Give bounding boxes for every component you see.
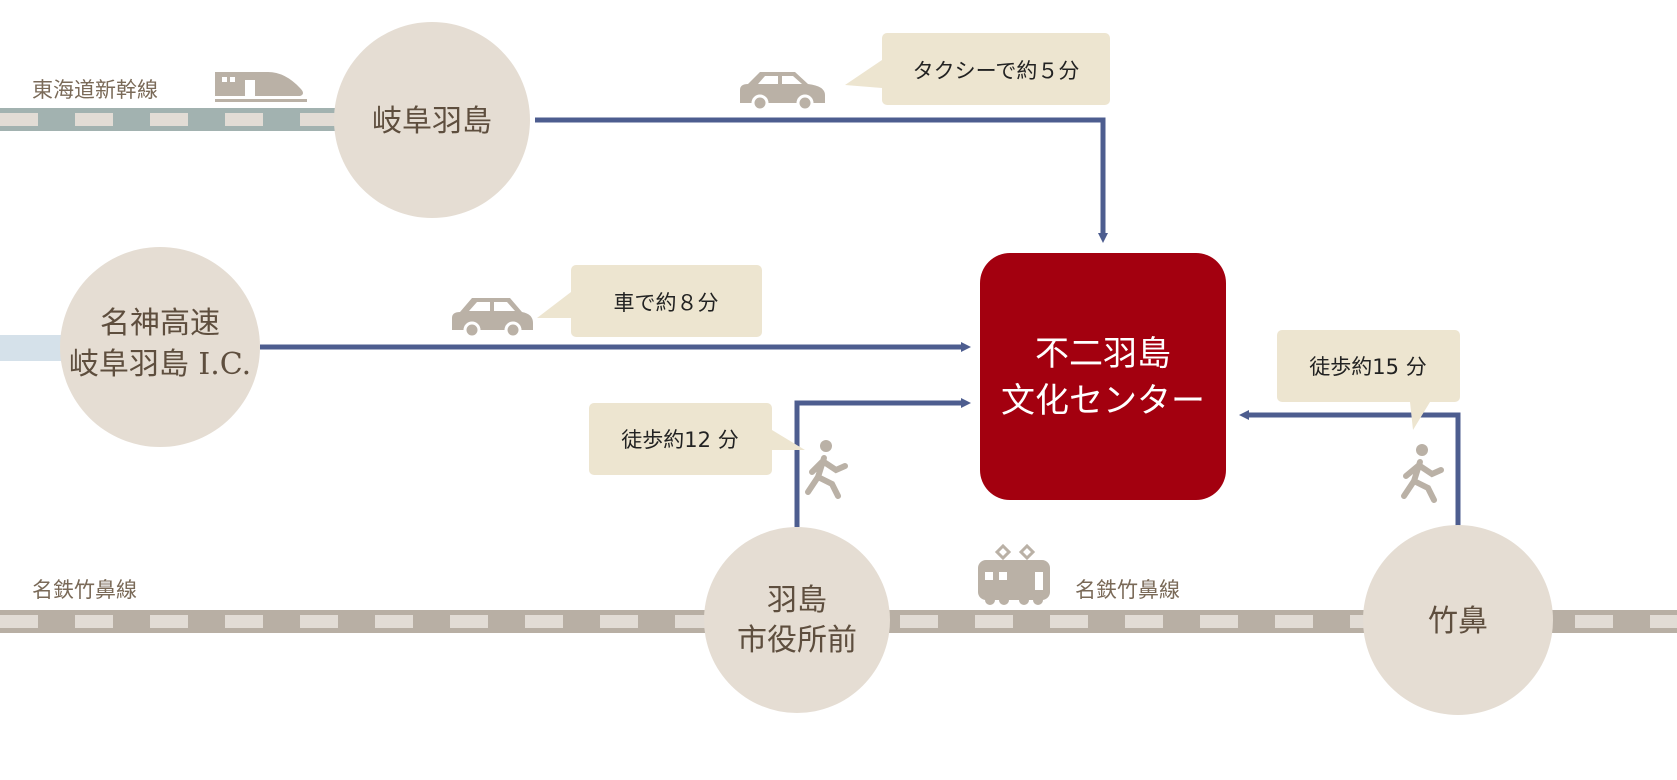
svg-text:竹鼻: 竹鼻 xyxy=(1428,604,1488,639)
track-dash xyxy=(300,615,338,628)
walker-icon xyxy=(1401,444,1444,503)
track-dash xyxy=(900,615,938,628)
track-dash xyxy=(1575,615,1613,628)
svg-text:タクシーで約５分: タクシーで約５分 xyxy=(913,59,1080,83)
station-takehana: 竹鼻 xyxy=(1363,525,1553,715)
bubble-car: 車で約８分 xyxy=(537,265,762,337)
track-dash xyxy=(1650,615,1677,628)
bubble-taxi: タクシーで約５分 xyxy=(845,33,1110,105)
train-icon xyxy=(978,543,1050,605)
walker-icon xyxy=(805,440,848,499)
destination-box: 不二羽島 文化センター xyxy=(980,253,1226,500)
route-gifu-hashima xyxy=(535,117,1108,243)
svg-text:文化センター: 文化センター xyxy=(1001,381,1205,421)
svg-text:名神高速: 名神高速 xyxy=(100,306,220,341)
svg-text:岐阜羽島 I.C.: 岐阜羽島 I.C. xyxy=(69,347,251,382)
track-dash xyxy=(675,615,713,628)
svg-text:徒歩約15 分: 徒歩約15 分 xyxy=(1309,355,1426,379)
track-dash xyxy=(300,113,338,126)
route-hashima-shiyakusho xyxy=(794,398,971,527)
track-dash xyxy=(1275,615,1313,628)
track-dash xyxy=(75,113,113,126)
track-dash xyxy=(450,615,488,628)
car-icon xyxy=(452,298,533,339)
svg-text:不二羽島: 不二羽島 xyxy=(1035,334,1171,374)
svg-text:車で約８分: 車で約８分 xyxy=(614,291,719,315)
svg-text:徒歩約12 分: 徒歩約12 分 xyxy=(621,428,738,452)
shinkansen-icon xyxy=(215,72,307,102)
track-dash xyxy=(1200,615,1238,628)
track-dash xyxy=(1125,615,1163,628)
track-dash xyxy=(600,615,638,628)
track-dash xyxy=(150,113,188,126)
bubble-walk-12: 徒歩約12 分 xyxy=(589,403,805,475)
meishin-road xyxy=(0,335,70,361)
svg-text:羽島: 羽島 xyxy=(767,583,827,618)
track-dash xyxy=(0,113,38,126)
tokaido-line-label: 東海道新幹線 xyxy=(32,78,158,102)
track-dash xyxy=(525,615,563,628)
track-dash xyxy=(975,615,1013,628)
meitetsu-line-label: 名鉄竹鼻線 xyxy=(32,578,137,602)
track-dash xyxy=(225,615,263,628)
station-gifu-hashima: 岐阜羽島 xyxy=(334,22,530,218)
bubble-walk-15: 徒歩約15 分 xyxy=(1277,330,1460,430)
tokaido-track xyxy=(0,108,345,131)
svg-text:市役所前: 市役所前 xyxy=(737,623,857,658)
svg-text:岐阜羽島: 岐阜羽島 xyxy=(372,104,492,139)
track-dash xyxy=(1050,615,1088,628)
routes xyxy=(260,117,1461,527)
station-meishin-ic: 名神高速 岐阜羽島 I.C. xyxy=(60,247,260,447)
track-dash xyxy=(75,615,113,628)
track-dash xyxy=(150,615,188,628)
station-hashima-shiyakusho: 羽島 市役所前 xyxy=(704,527,890,713)
route-takehana xyxy=(1239,410,1461,527)
track-dash xyxy=(225,113,263,126)
track-dash xyxy=(375,615,413,628)
car-icon xyxy=(740,72,825,112)
meitetsu-line-label: 名鉄竹鼻線 xyxy=(1075,578,1180,602)
track-dash xyxy=(0,615,38,628)
